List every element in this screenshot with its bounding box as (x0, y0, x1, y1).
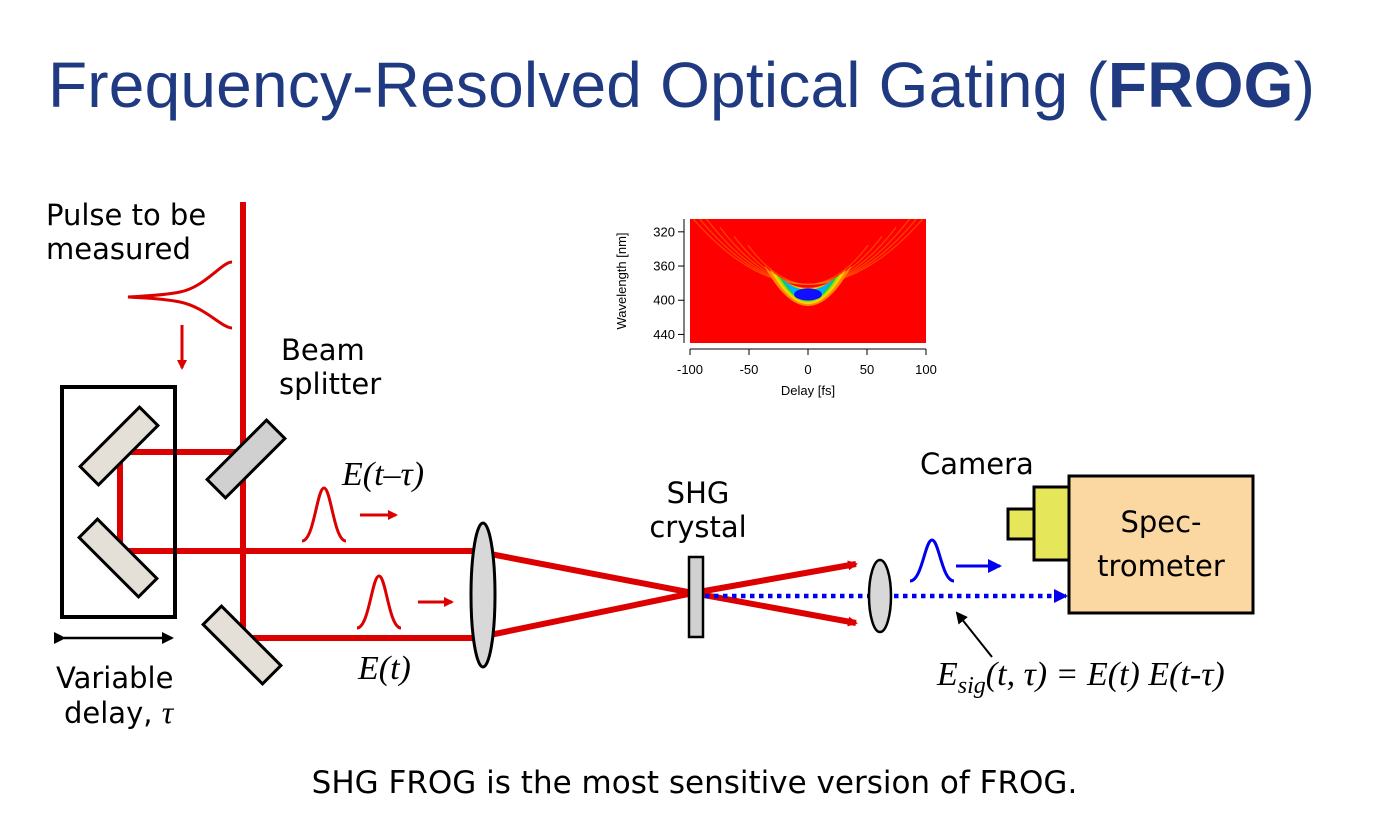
frog-trace-background (690, 219, 926, 343)
signal-field-equation: Esig(t, τ) = E(t) E(t-τ) (937, 656, 1225, 699)
x-tick-label: 100 (915, 362, 937, 377)
signal-annotation-arrow (955, 611, 993, 658)
signal-pulse-shape (909, 538, 955, 583)
delayed-pulse-shape (301, 486, 347, 543)
caption: SHG FROG is the most sensitive version o… (311, 765, 1078, 801)
camera-lens (1006, 507, 1037, 541)
delay-stage-box (60, 385, 177, 619)
trace-band (779, 276, 837, 302)
spectrometer-label: Spec-trometer (1097, 505, 1225, 583)
field-label: E(t) (358, 650, 411, 687)
x-axis-label: Delay [fs] (781, 383, 835, 398)
y-tick-label: 320 (653, 224, 675, 239)
page-title: Frequency-Resolved Optical Gating (FROG) (48, 49, 1316, 121)
y-axis-label: Wavelength [nm] (614, 232, 629, 329)
y-tick-label: 440 (653, 327, 675, 342)
trace-peak (794, 288, 822, 301)
trace-band (775, 273, 841, 303)
diverging-beam-bottom (692, 590, 858, 627)
camera-body (1032, 485, 1073, 562)
y-tick-label: 400 (653, 293, 675, 308)
x-tick-label: -50 (740, 362, 759, 377)
focusing-lens (469, 521, 497, 669)
converging-beam-top (484, 550, 694, 596)
converging-beam-bottom (484, 590, 694, 639)
x-tick-label: 50 (860, 362, 874, 377)
fold-mirror (200, 603, 284, 687)
delay-mirror-top (77, 404, 161, 488)
x-tick-label: 0 (804, 362, 811, 377)
delay-mirror-bottom (76, 516, 160, 600)
shg-crystal (687, 555, 705, 639)
diverging-beam-top (692, 560, 858, 596)
x-tick-label: -100 (677, 362, 703, 377)
delay-beam-path (117, 449, 478, 554)
trace-band (770, 269, 846, 305)
trace-band (764, 265, 852, 306)
input-pulse-shape (127, 260, 233, 330)
spectrometer-box (1067, 474, 1255, 615)
delayed-field-label: E(t–τ) (342, 456, 425, 493)
y-tick-label: 360 (653, 259, 675, 274)
beam-splitter (204, 417, 288, 501)
camera-label: Camera (920, 447, 1034, 481)
collimating-lens (867, 558, 893, 634)
fixed-pulse-shape (356, 574, 402, 630)
trace-ring (692, 219, 924, 285)
